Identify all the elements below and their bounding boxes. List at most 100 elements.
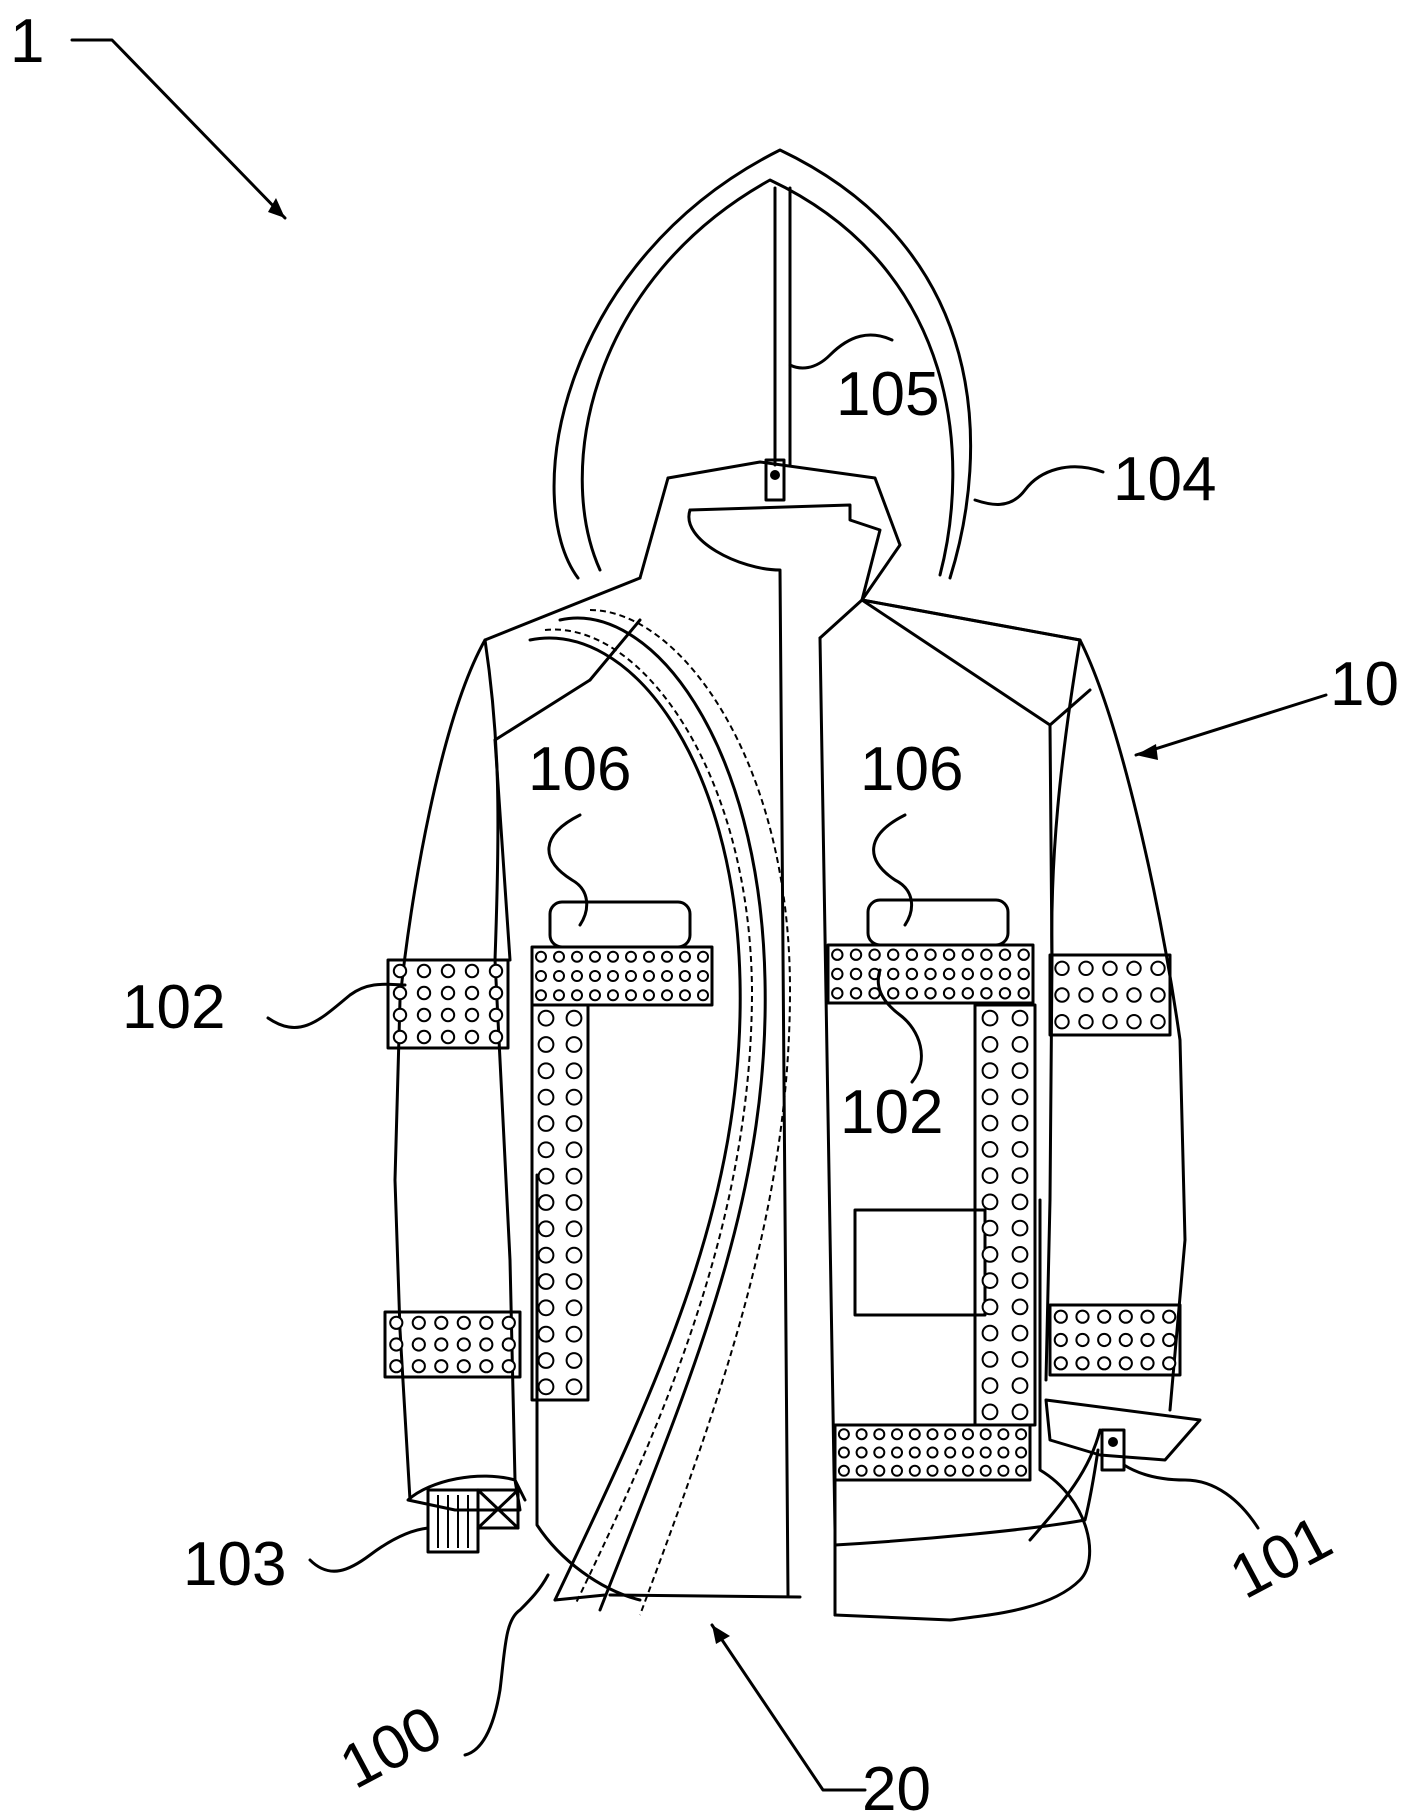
reflective-dot: [572, 952, 582, 962]
reflective-dot: [458, 1317, 470, 1329]
reflective-dot: [567, 1116, 582, 1131]
reflective-dot: [981, 1448, 991, 1458]
strip-chest-left: [532, 947, 712, 1005]
reflective-dot: [928, 1448, 938, 1458]
reflective-dot: [983, 1352, 998, 1367]
reflective-dot: [1151, 1015, 1164, 1028]
reflective-dot: [554, 971, 564, 981]
reflective-dot: [539, 1037, 554, 1052]
lower-pocket-right: [855, 1210, 985, 1315]
reflective-dot: [1013, 1011, 1028, 1026]
reflective-dot: [1098, 1311, 1110, 1323]
reflective-dot: [567, 1090, 582, 1105]
reflective-dot: [644, 990, 654, 1000]
reflective-dot: [680, 952, 690, 962]
reflective-dot: [567, 1379, 582, 1394]
label-pocket-left: 106: [528, 735, 631, 804]
reflective-dot: [1141, 1357, 1153, 1369]
reflective-dot: [626, 952, 636, 962]
label-cuff-tab: 103: [183, 1530, 286, 1599]
reflective-dot: [490, 1009, 502, 1021]
reference-labels: 1 10 20 100 101 102 102 103 104 105 106 …: [10, 7, 1399, 1816]
reflective-dot: [1000, 969, 1010, 979]
reflective-dot: [572, 971, 582, 981]
reflective-dot: [1013, 1116, 1028, 1131]
reflective-dot: [539, 1300, 554, 1315]
reflective-dot: [539, 1011, 554, 1026]
reflective-dot: [554, 990, 564, 1000]
reflective-dot: [874, 1448, 884, 1458]
reflective-dot: [698, 971, 708, 981]
reflective-dot: [567, 1142, 582, 1157]
reflective-dot: [536, 952, 546, 962]
reflective-dot: [567, 1169, 582, 1184]
reflective-dot: [998, 1448, 1008, 1458]
reflective-dot: [539, 1221, 554, 1236]
label-hood: 104: [1113, 445, 1216, 514]
reflective-dot: [435, 1317, 447, 1329]
reflective-dot: [539, 1379, 554, 1394]
reflective-dot: [998, 1429, 1008, 1439]
reflective-dot: [910, 1466, 920, 1476]
reflective-dot: [1141, 1311, 1153, 1323]
reflective-dot: [907, 950, 917, 960]
reflective-dot: [1055, 1311, 1067, 1323]
reflective-dot: [539, 1116, 554, 1131]
reflective-dot: [608, 971, 618, 981]
strip-sleeve-right-upper: [1050, 955, 1170, 1035]
reflective-dot: [874, 1429, 884, 1439]
reflective-dot: [983, 1195, 998, 1210]
reflective-dot: [1013, 1352, 1028, 1367]
reflective-dot: [1103, 988, 1116, 1001]
reflective-dot: [626, 971, 636, 981]
reflective-dot: [1013, 1063, 1028, 1078]
reflective-dot: [644, 952, 654, 962]
reflective-dot: [907, 988, 917, 998]
reflective-dot: [680, 971, 690, 981]
reflective-dot: [963, 1466, 973, 1476]
reflective-dot: [925, 969, 935, 979]
reflective-dot: [503, 1360, 515, 1372]
reflective-dot: [567, 1300, 582, 1315]
reflective-dot: [888, 988, 898, 998]
reflective-dot: [928, 1429, 938, 1439]
reflective-dot: [680, 990, 690, 1000]
reflective-dot: [998, 1466, 1008, 1476]
reflective-dot: [567, 1195, 582, 1210]
reflective-dot: [536, 971, 546, 981]
reflective-dot: [554, 952, 564, 962]
reflective-dot: [910, 1448, 920, 1458]
reflective-dot: [503, 1317, 515, 1329]
reflective-dot: [888, 950, 898, 960]
reflective-dot: [983, 1405, 998, 1420]
reflective-dot: [907, 969, 917, 979]
reflective-dot: [910, 1429, 920, 1439]
reflective-dot: [390, 1338, 402, 1350]
chest-pocket-left: [550, 902, 690, 947]
reflective-dot: [644, 971, 654, 981]
reflective-dot: [418, 987, 430, 999]
reflective-dot: [698, 952, 708, 962]
reflective-dot: [490, 1031, 502, 1043]
strip-chest-right: [828, 945, 1033, 1003]
reflective-dot: [539, 1274, 554, 1289]
reflective-dot: [539, 1327, 554, 1342]
reflective-dot: [608, 952, 618, 962]
strip-sleeve-left-upper: [388, 960, 508, 1048]
reflective-dot: [1127, 988, 1140, 1001]
reflective-dot: [698, 990, 708, 1000]
reflective-dot: [945, 1466, 955, 1476]
reflective-dot: [435, 1338, 447, 1350]
reflective-dot: [590, 990, 600, 1000]
reflective-dot: [1127, 1015, 1140, 1028]
label-zipper: 100: [329, 1693, 453, 1802]
reflective-dot: [539, 1169, 554, 1184]
reflective-dot: [590, 971, 600, 981]
reflective-dot: [480, 1338, 492, 1350]
reflective-dot: [413, 1338, 425, 1350]
reflective-dot: [944, 988, 954, 998]
reflective-dot: [1127, 962, 1140, 975]
reflective-dot: [1013, 1168, 1028, 1183]
reflective-dot: [662, 952, 672, 962]
